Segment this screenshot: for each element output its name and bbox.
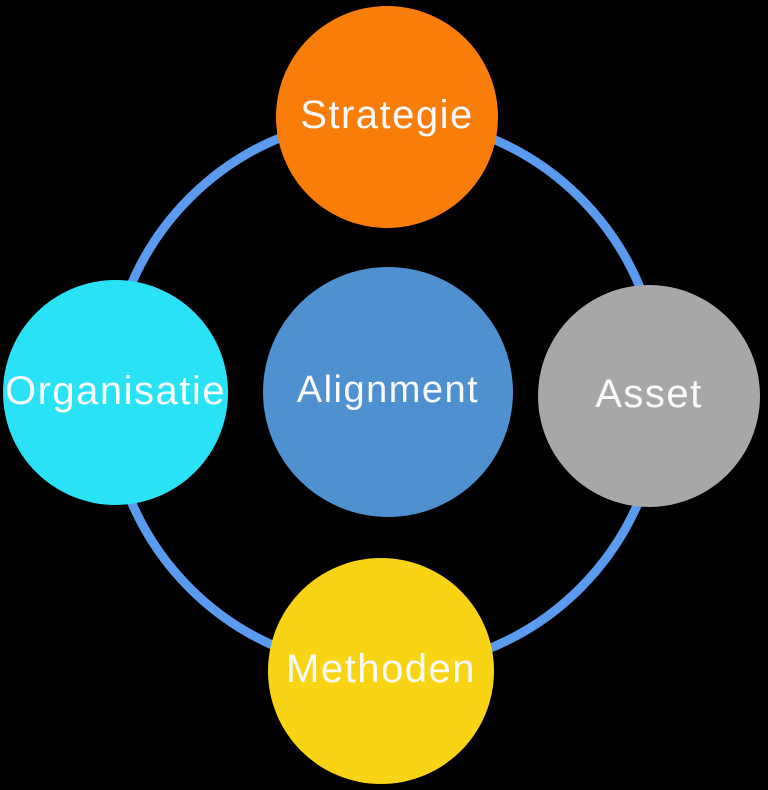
node-alignment-label: Alignment xyxy=(296,369,480,411)
node-methoden: Methoden xyxy=(268,558,494,784)
node-strategie: Strategie xyxy=(276,6,498,228)
node-strategie-label: Strategie xyxy=(300,93,474,137)
node-organisatie-label: Organisatie xyxy=(4,368,227,413)
node-alignment: Alignment xyxy=(263,267,513,517)
node-asset: Asset xyxy=(538,285,760,507)
node-asset-label: Asset xyxy=(595,372,703,416)
node-organisatie: Organisatie xyxy=(3,280,228,505)
node-methoden-label: Methoden xyxy=(286,647,476,691)
